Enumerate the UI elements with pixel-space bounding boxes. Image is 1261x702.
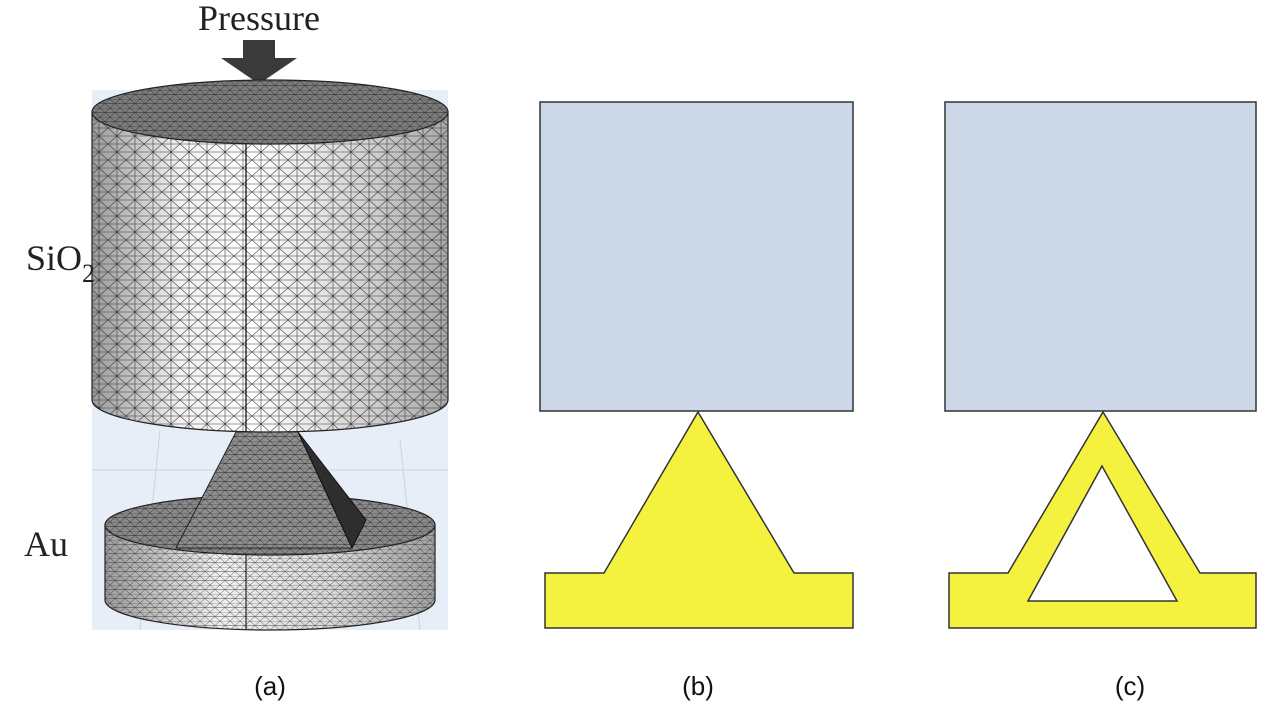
sio2-block-2d <box>944 101 1257 412</box>
sio2-label-main: SiO <box>26 238 82 278</box>
gold-solid-tip-2d <box>544 410 854 629</box>
gold-hollow-tip-2d <box>948 410 1257 629</box>
sio2-cylinder-3d <box>91 79 449 433</box>
pressure-label: Pressure <box>198 0 320 38</box>
caption-c: (c) <box>1115 671 1145 701</box>
caption-a: (a) <box>254 671 286 701</box>
panel-a: Pressure SiO2 Au (a) <box>24 0 449 701</box>
pressure-arrow-icon <box>221 40 297 84</box>
panel-c: (c) <box>944 101 1257 701</box>
sio2-block-2d <box>539 101 854 412</box>
caption-b: (b) <box>682 671 714 701</box>
sio2-label: SiO2 <box>26 238 95 288</box>
panel-b: (b) <box>539 101 854 701</box>
au-label: Au <box>24 524 68 564</box>
pyramid-tip-3d <box>175 431 367 550</box>
sio2-label-subscript: 2 <box>82 259 95 288</box>
